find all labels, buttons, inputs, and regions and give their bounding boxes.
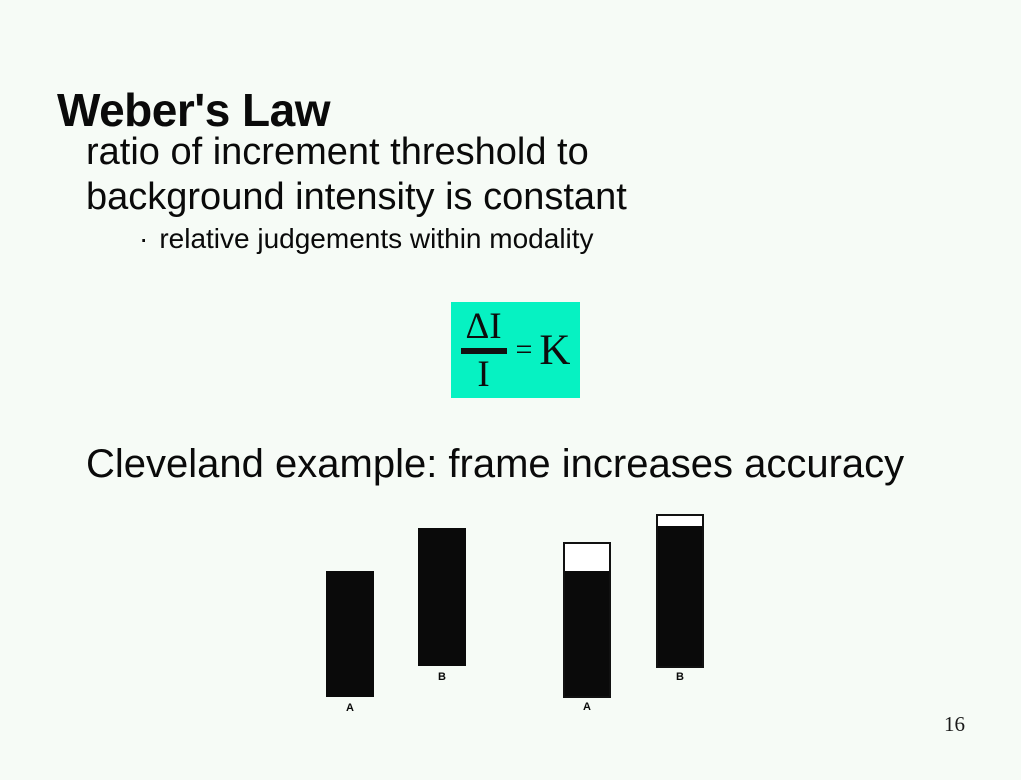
formula-box: ΔI I = K <box>451 302 580 398</box>
bar-label: A <box>583 701 591 713</box>
bullet-dot-icon: · <box>139 223 149 254</box>
bar-b-framed: B <box>656 514 704 683</box>
bar-a-framed: A <box>563 542 611 713</box>
fraction-bar <box>460 347 507 354</box>
bar-b-plain: B <box>418 528 466 683</box>
equals-sign: = <box>515 333 533 366</box>
bullet-item: · relative judgements within modality <box>139 222 594 256</box>
slide-title: Weber's Law <box>57 83 331 136</box>
formula-numerator: ΔI <box>465 305 502 347</box>
body-line-2: background intensity is constant <box>86 176 627 218</box>
bar-a-plain: A <box>326 571 374 714</box>
bar-label: B <box>438 671 446 683</box>
bar-fill <box>658 526 702 666</box>
bar-fill <box>565 571 609 696</box>
formula-fraction: ΔI I <box>460 305 507 395</box>
formula-denominator: I <box>477 353 490 395</box>
page-number: 16 <box>944 712 965 736</box>
bar-label: B <box>676 671 684 683</box>
body-paragraph: ratio of increment threshold to backgrou… <box>86 130 627 220</box>
bullet-text: relative judgements within modality <box>159 223 594 254</box>
example-caption: Cleveland example: frame increases accur… <box>86 442 905 486</box>
bar-label: A <box>346 702 354 714</box>
constant-k: K <box>539 326 571 374</box>
body-line-1: ratio of increment threshold to <box>86 131 589 173</box>
